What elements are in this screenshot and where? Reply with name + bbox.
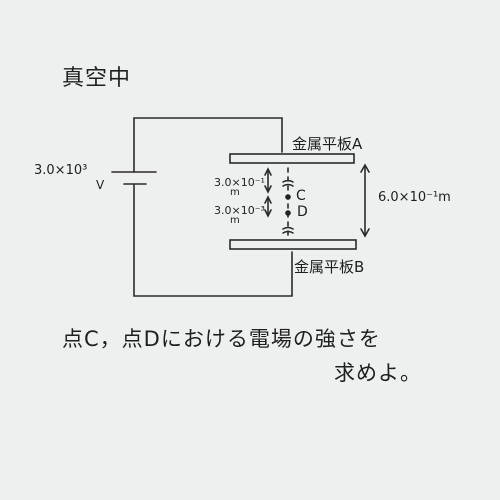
wire-top: [133, 117, 283, 173]
battery-voltage-label: 3.0×10³ V: [34, 163, 105, 193]
question-text: 点C，点Dにおける電場の強さを 求めよ。: [62, 322, 422, 390]
point-d: [285, 210, 291, 216]
question-line-1: 点C，点Dにおける電場の強さを: [62, 327, 381, 351]
distance-a-c-unit: m: [230, 187, 240, 198]
point-c-label: C: [296, 188, 306, 204]
plate-b-label: 金属平板B: [294, 258, 365, 276]
plate-gap-label: 6.0×10⁻¹m: [378, 190, 451, 205]
plate-a: [229, 153, 355, 164]
distance-a-c-label: 3.0×10⁻¹ m: [214, 176, 265, 198]
diagram-title: 真空中: [62, 66, 132, 91]
voltage-value: 3.0×10³: [34, 163, 88, 178]
distance-a-c-value: 3.0×10⁻¹: [214, 176, 265, 189]
distance-c-d-unit: m: [230, 215, 240, 226]
question-line-2: 求めよ。: [334, 361, 422, 385]
plate-b: [229, 239, 357, 250]
wire-bottom: [133, 183, 293, 297]
distance-c-d-value: 3.0×10⁻³: [214, 204, 265, 217]
plate-a-label: 金属平板A: [292, 135, 363, 153]
point-c: [285, 194, 291, 200]
distance-c-d-label: 3.0×10⁻³ m: [214, 204, 265, 226]
point-d-label: D: [297, 204, 308, 220]
voltage-unit: V: [96, 178, 105, 192]
